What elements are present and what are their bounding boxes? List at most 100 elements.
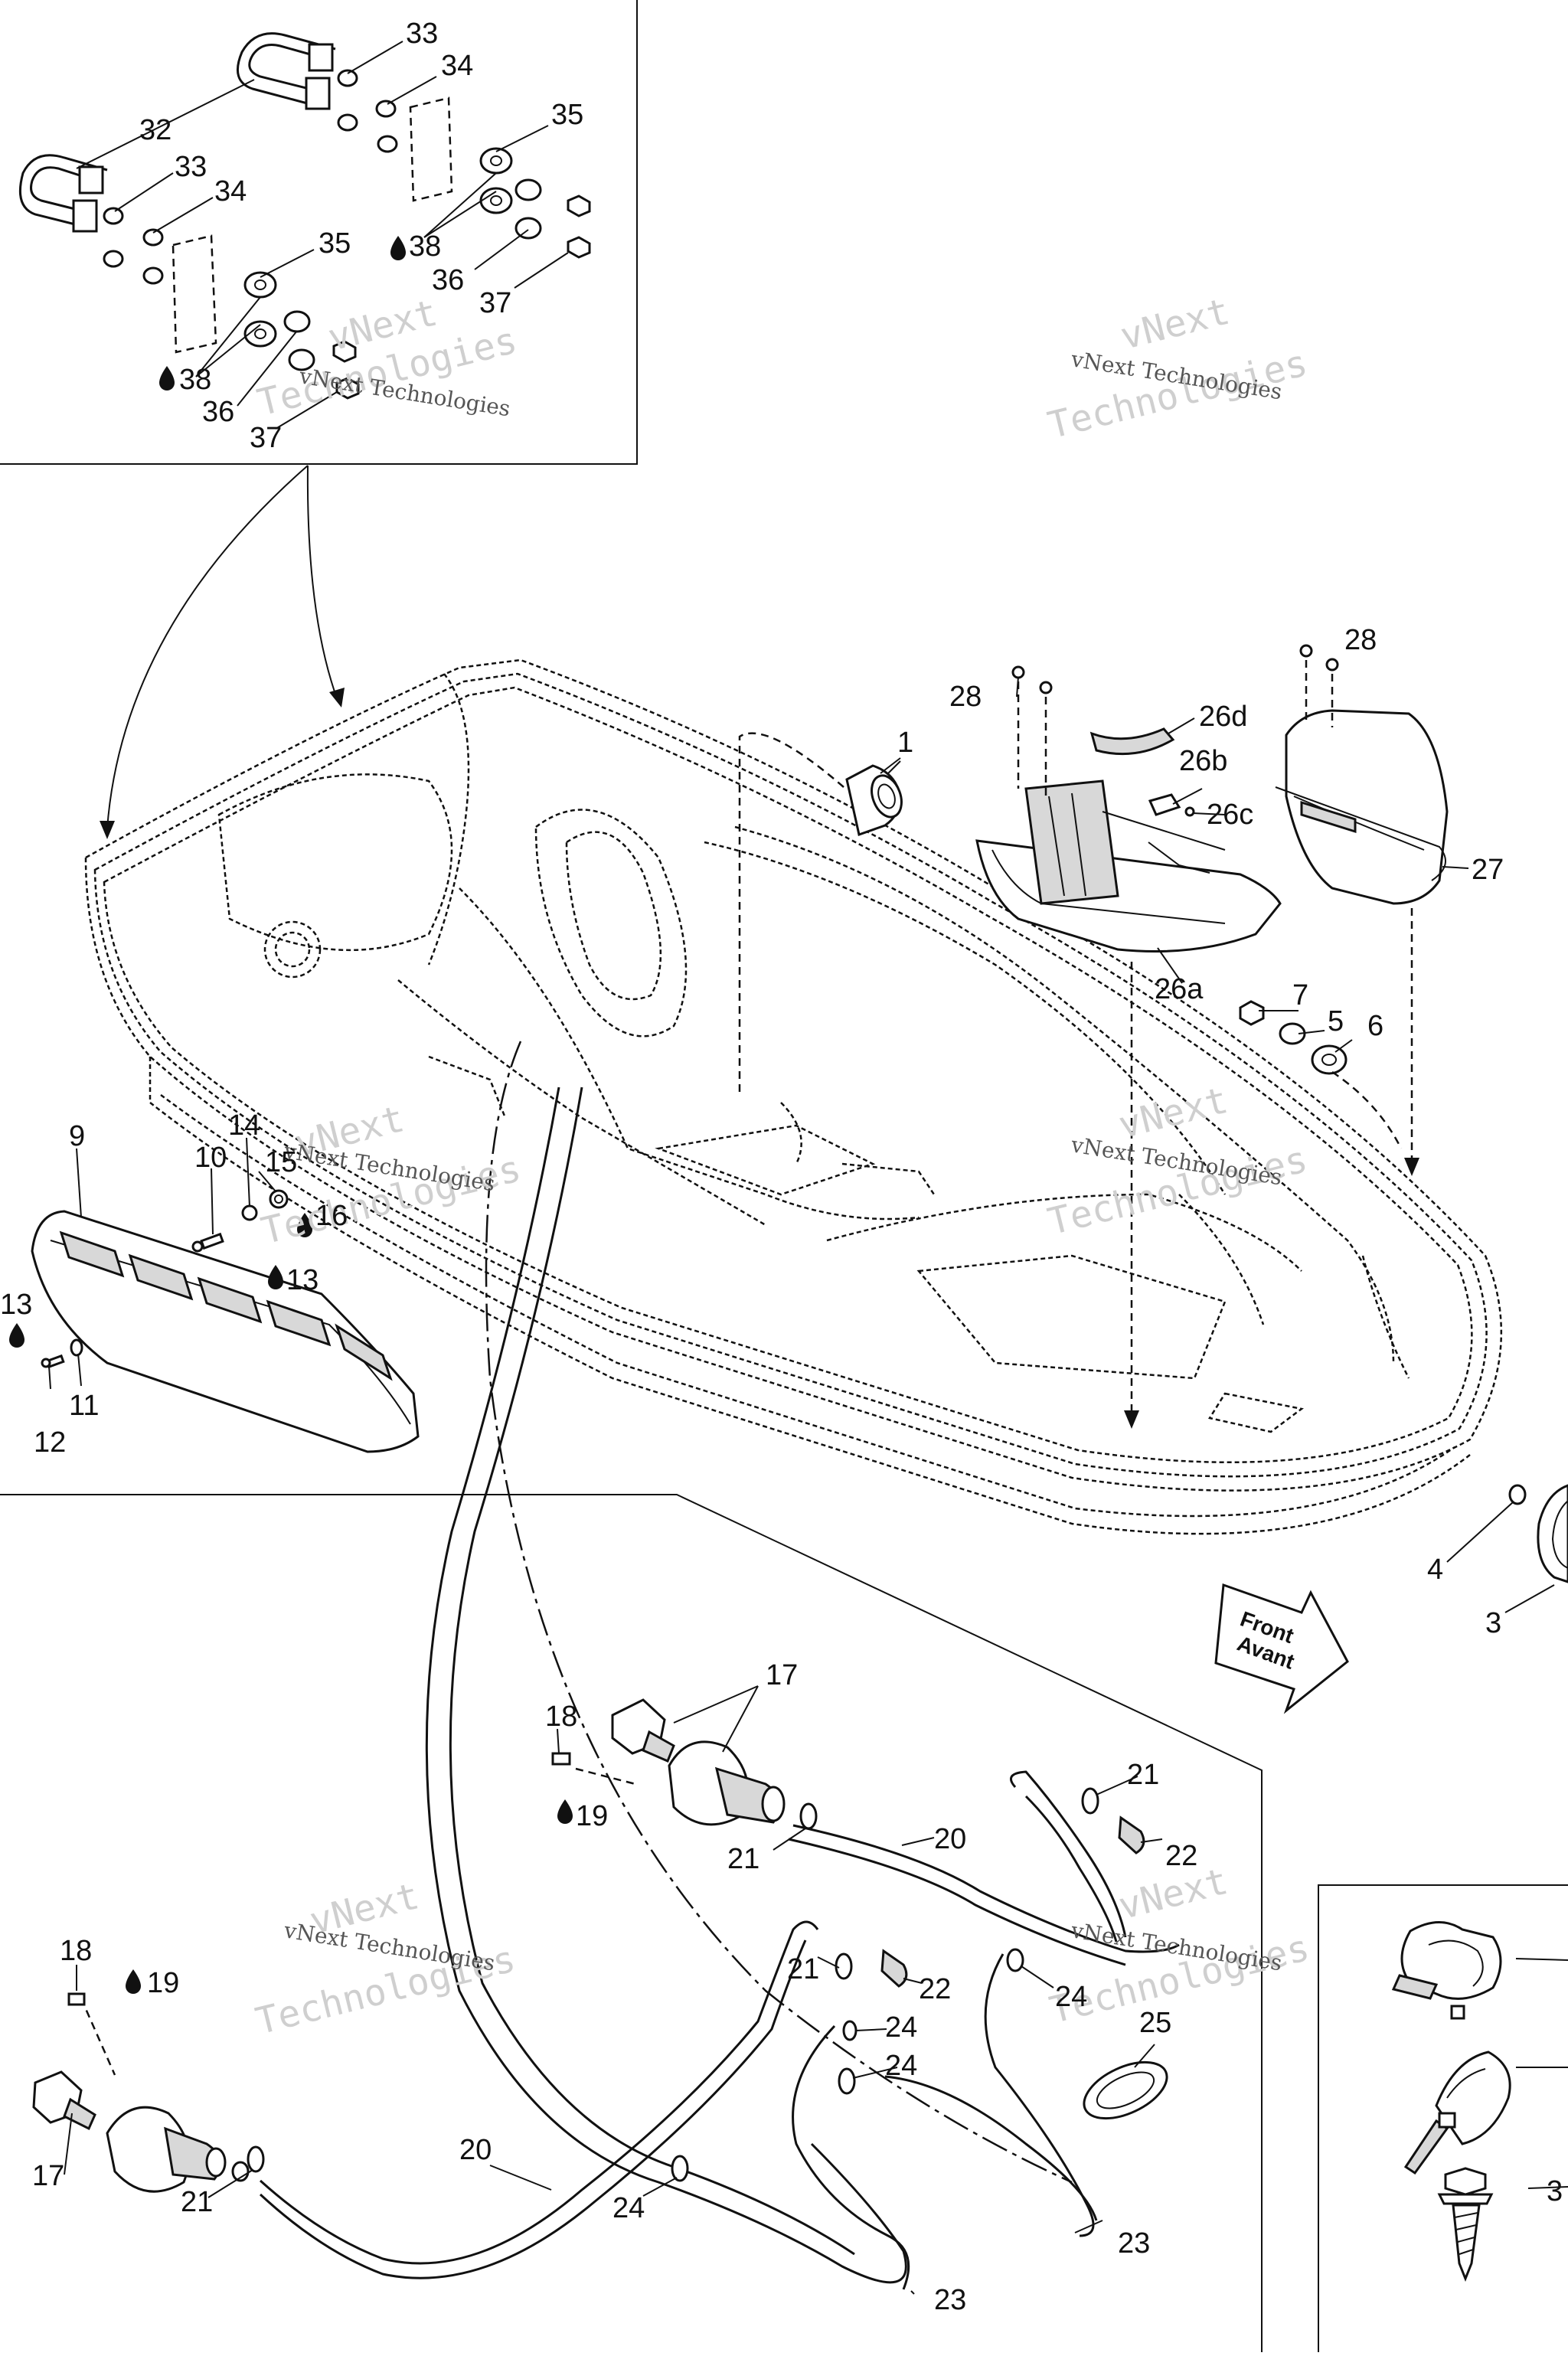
- hull-body: [84, 658, 1503, 1535]
- callout-17: 17: [32, 2160, 64, 2192]
- parts-21-22-24-clamps: [247, 1787, 1145, 2182]
- callout-20: 20: [459, 2134, 492, 2166]
- part-1-plug: [845, 757, 903, 836]
- callout-36: 36: [202, 396, 234, 428]
- callout-16: 16: [315, 1200, 348, 1232]
- callout-3: 3: [1485, 1607, 1501, 1639]
- inset-frame-bottom: [0, 1494, 1263, 2352]
- callout-labels: 33 34 35 32 33 34 38 35 36 37 38 36 37 2…: [0, 18, 1563, 2316]
- callout-26c: 26c: [1207, 799, 1253, 831]
- drop-icons: [9, 236, 573, 1994]
- leader-lines-top-inset: [76, 41, 569, 430]
- callout-21: 21: [787, 1953, 819, 1985]
- part-27-glove-box: [1275, 709, 1449, 905]
- part-26d-strap: [1089, 727, 1175, 756]
- drop-icon: [297, 1213, 312, 1237]
- callout-27: 27: [1472, 854, 1504, 886]
- installation-lines: [738, 732, 1419, 1429]
- callout-13: 13: [0, 1289, 32, 1321]
- washers-and-nuts-upper: [337, 69, 591, 259]
- part-9-side-rail: [31, 1210, 420, 1453]
- watermark-brand: vNext: [1114, 1079, 1232, 1147]
- callout-34: 34: [214, 175, 247, 207]
- callout-34: 34: [441, 50, 473, 82]
- part-self-tap-screw: [1437, 2167, 1494, 2282]
- part-17-vent-upper: [551, 1698, 786, 1826]
- callout-17: 17: [766, 1659, 798, 1691]
- callout-37: 37: [479, 287, 511, 319]
- callout-18: 18: [545, 1701, 577, 1733]
- callout-35: 35: [551, 99, 583, 131]
- callout-23: 23: [1118, 2227, 1150, 2260]
- callout-14: 14: [228, 1109, 260, 1142]
- callout-28: 28: [1344, 624, 1377, 656]
- watermark-brand: vNext: [1116, 290, 1234, 358]
- part-17-vent-lower: [32, 1992, 250, 2193]
- callout-5: 5: [1328, 1005, 1344, 1037]
- callout-33: 33: [406, 18, 438, 50]
- callout-9: 9: [69, 1120, 85, 1152]
- callout-35: 35: [318, 227, 351, 260]
- part-3-4-drain: [1508, 1484, 1568, 1583]
- callout-4: 4: [1427, 1554, 1443, 1586]
- parts-10-16-fasteners: [41, 1189, 289, 1369]
- callout-32: 32: [139, 114, 172, 146]
- callout-15: 15: [265, 1146, 297, 1178]
- callout-24: 24: [885, 2050, 917, 2082]
- callout-37: 37: [250, 422, 282, 454]
- drop-icon: [390, 236, 406, 260]
- part-20-hose: [259, 1770, 1180, 2290]
- part-28-screws: [1011, 644, 1339, 796]
- part-hose-clamp: [1391, 1921, 1502, 2020]
- grab-handle-upper: [236, 32, 336, 110]
- callout-21: 21: [727, 1843, 760, 1875]
- drop-icon: [557, 1799, 573, 1824]
- backing-plate-upper: [409, 96, 453, 202]
- front-direction-arrow: Front Avant: [1214, 1583, 1349, 1714]
- callout-36: 36: [432, 264, 464, 296]
- callout-26b: 26b: [1179, 745, 1227, 777]
- callout-19: 19: [576, 1800, 608, 1832]
- callout-1: 1: [897, 727, 913, 759]
- callout-24: 24: [885, 2011, 917, 2044]
- backing-plate-lower: [172, 234, 217, 354]
- callout-7: 7: [1292, 979, 1308, 1011]
- callout-38: 38: [409, 230, 441, 263]
- parts-5-6-7-hardware: [1239, 1000, 1348, 1075]
- drop-icon: [126, 1969, 141, 1994]
- drop-icon: [9, 1323, 24, 1348]
- part-26a-storage-bin: [975, 779, 1282, 953]
- leader-lines-hull: [48, 676, 1568, 2189]
- inset-pointer-arrows: [100, 465, 345, 839]
- part-cable-tie: [1403, 2050, 1511, 2175]
- callout-25: 25: [1139, 2007, 1171, 2039]
- callout-26a: 26a: [1155, 973, 1204, 1005]
- callout-10: 10: [194, 1142, 227, 1174]
- callout-6: 6: [1367, 1010, 1383, 1042]
- leader-lines-bottom: [64, 1685, 1163, 2295]
- drop-icon: [159, 366, 175, 390]
- inset-frame-top-left: [0, 0, 638, 465]
- callout-22: 22: [1165, 1840, 1197, 1872]
- callout-22: 22: [919, 1973, 951, 2005]
- callout-12: 12: [34, 1426, 66, 1459]
- callout-21: 21: [181, 2186, 213, 2218]
- callout-24: 24: [1055, 1981, 1087, 2013]
- callout-24: 24: [612, 2192, 645, 2224]
- callout-21: 21: [1127, 1759, 1159, 1791]
- callout-38: 38: [179, 364, 211, 396]
- callout-18: 18: [60, 1935, 92, 1967]
- washers-and-nuts-lower: [103, 207, 360, 400]
- drop-icon: [268, 1265, 283, 1289]
- callout-20: 20: [934, 1823, 966, 1855]
- inset-frame-bottom-right: [1318, 1884, 1568, 2352]
- callout-11: 11: [69, 1390, 99, 1422]
- callout-13: 13: [286, 1264, 318, 1296]
- part-26b-clip: [1148, 793, 1195, 817]
- vent-hoses: [425, 1041, 1073, 2284]
- part-25-tie-wrap: [1083, 2060, 1168, 2120]
- callout-23: 23: [934, 2284, 966, 2316]
- callout-26d: 26d: [1199, 701, 1247, 733]
